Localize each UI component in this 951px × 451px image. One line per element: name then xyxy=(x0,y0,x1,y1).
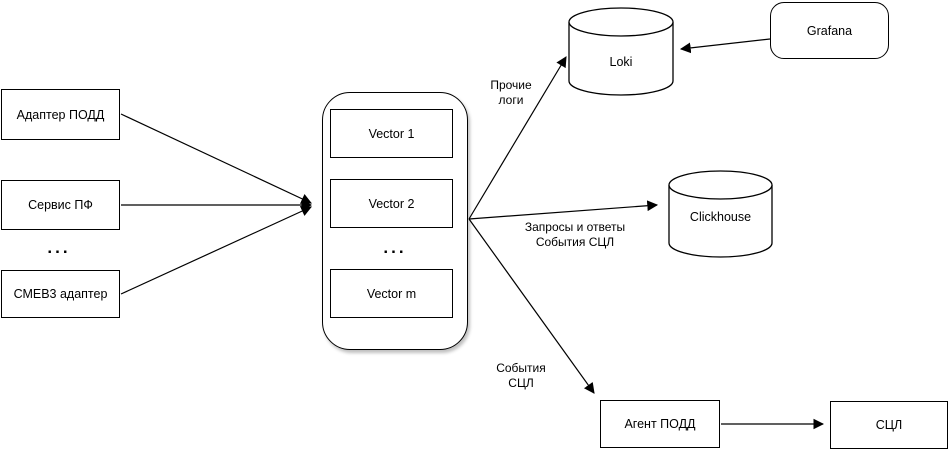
vectors-ellipsis: ... xyxy=(383,238,407,257)
vector-group-container: Vector 1 Vector 2 ... Vector m xyxy=(322,92,468,350)
edge-label-requests-events: Запросы и ответы События СЦЛ xyxy=(500,220,650,250)
clickhouse-cylinder xyxy=(668,170,773,258)
edge-vector-to-loki xyxy=(468,56,567,220)
node-grafana: Grafana xyxy=(770,2,889,59)
node-smev3-adapter-label: СМЕВ3 адаптер xyxy=(13,287,108,301)
edge-label-scl-events-line2: СЦЛ xyxy=(508,376,534,390)
node-vector-1-label: Vector 1 xyxy=(368,126,415,141)
node-grafana-label: Grafana xyxy=(806,23,853,38)
loki-cylinder xyxy=(568,7,674,96)
edge-label-scl-events-line1: События xyxy=(496,361,546,375)
edge-vector-to-clickhouse xyxy=(468,200,659,220)
sources-ellipsis: ... xyxy=(47,238,71,257)
node-loki-label: Loki xyxy=(609,55,633,69)
edge-smev-to-vector xyxy=(120,206,312,295)
node-scl-label: СЦЛ xyxy=(875,418,903,432)
edge-vector-to-agent xyxy=(468,218,595,394)
edge-grafana-to-loki xyxy=(679,38,771,54)
node-smev3-adapter: СМЕВ3 адаптер xyxy=(1,270,120,318)
edge-label-requests-events-line1: Запросы и ответы xyxy=(524,220,626,234)
node-vector-2-label: Vector 2 xyxy=(368,196,415,211)
node-adapter-podd: Адаптер ПОДД xyxy=(1,89,120,140)
edge-label-other-logs: Прочие логи xyxy=(474,78,548,108)
edge-label-requests-events-line2: События СЦЛ xyxy=(535,235,615,249)
node-clickhouse-label: Clickhouse xyxy=(689,210,752,224)
node-vector-1: Vector 1 xyxy=(330,109,453,158)
node-vector-m-label: Vector m xyxy=(366,286,417,301)
node-service-pf: Сервис ПФ xyxy=(1,180,120,230)
node-agent-podd-label: Агент ПОДД xyxy=(624,417,696,431)
edge-label-scl-events: События СЦЛ xyxy=(484,361,558,391)
node-scl: СЦЛ xyxy=(830,401,948,449)
node-agent-podd: Агент ПОДД xyxy=(600,400,720,448)
edge-adapter-to-vector xyxy=(120,113,312,204)
node-adapter-podd-label: Адаптер ПОДД xyxy=(16,107,105,122)
node-service-pf-label: Сервис ПФ xyxy=(28,198,93,212)
node-vector-2: Vector 2 xyxy=(330,179,453,228)
edge-label-other-logs-line2: логи xyxy=(498,93,524,107)
node-vector-m: Vector m xyxy=(330,269,453,318)
edge-label-other-logs-line1: Прочие xyxy=(490,78,532,92)
